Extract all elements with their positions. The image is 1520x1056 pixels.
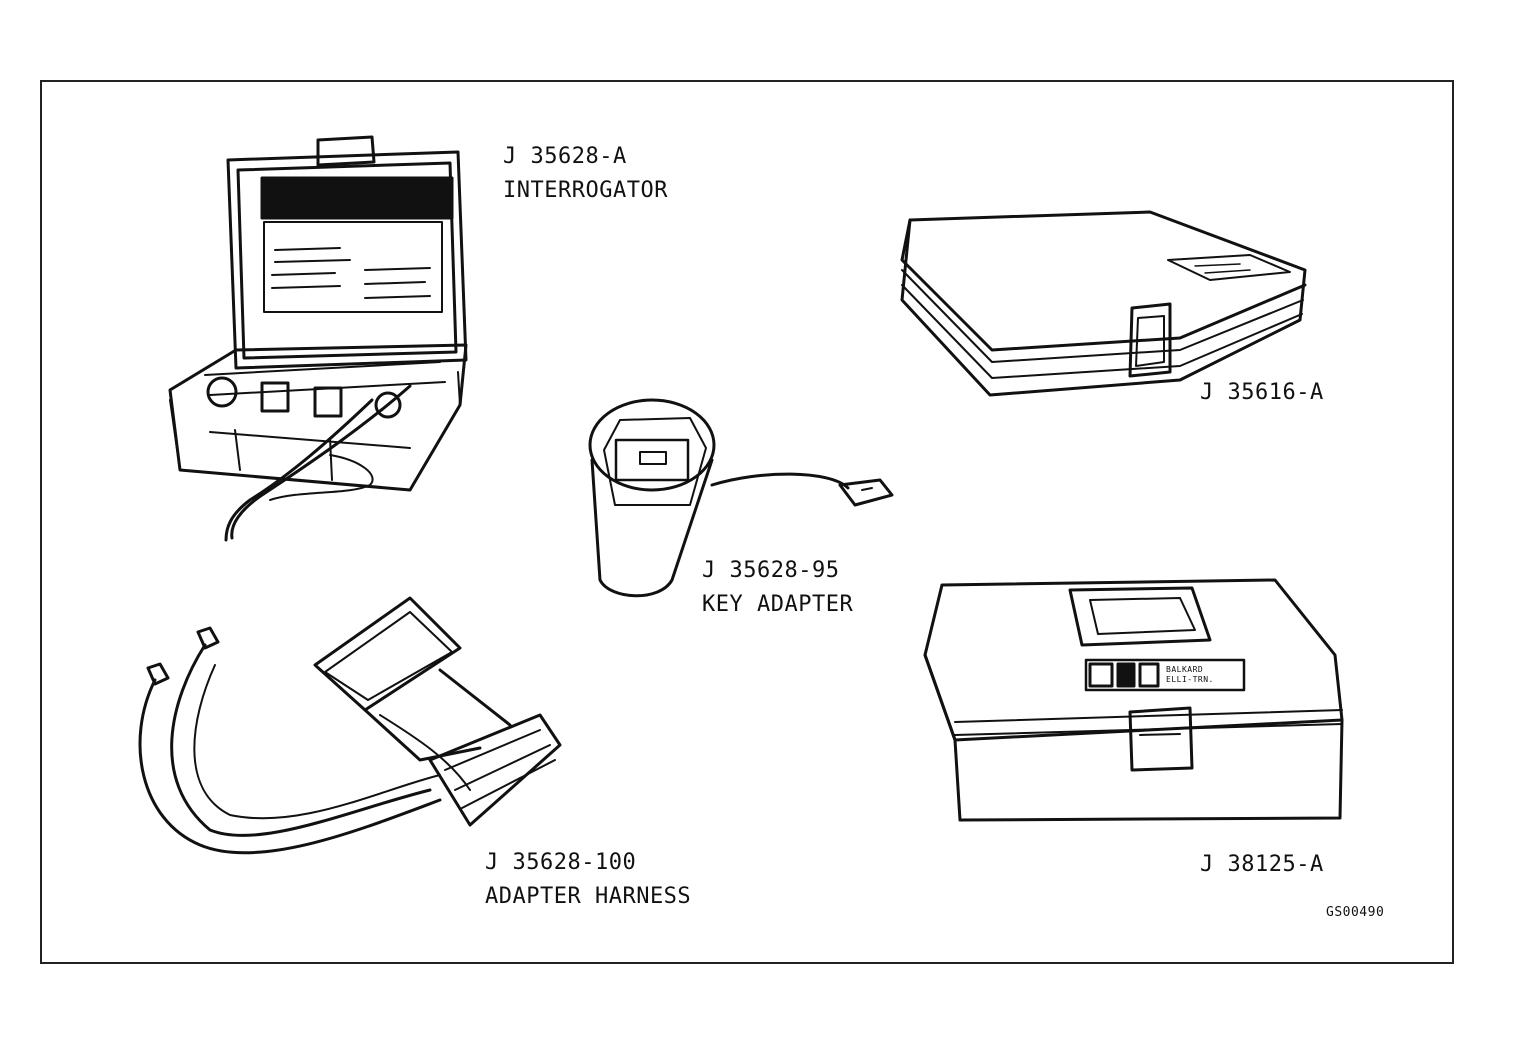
toolbox-label: J 38125-A: [1200, 848, 1324, 882]
figure-code: GS00490: [1326, 905, 1385, 920]
adapter-harness-illustration: [138, 596, 562, 855]
interrogator-part-number: J 35628-A: [503, 144, 627, 169]
interrogator-illustration: [168, 135, 468, 542]
interrogator-description: INTERROGATOR: [503, 178, 668, 203]
key-adapter-part-number: J 35628-95: [702, 558, 840, 583]
case-small-part-number: J 35616-A: [1200, 380, 1324, 405]
toolbox-part-number: J 38125-A: [1200, 852, 1324, 877]
key-adapter-illustration: [588, 398, 894, 598]
adapter-harness-description: ADAPTER HARNESS: [485, 884, 692, 909]
adapter-harness-part-number: J 35628-100: [485, 850, 637, 875]
case-small-label: J 35616-A: [1200, 376, 1324, 410]
toolbox-illustration: [923, 578, 1344, 822]
figure-frame: [40, 80, 1454, 964]
adapter-harness-label: J 35628-100 ADAPTER HARNESS: [485, 846, 691, 914]
case-small-illustration: [900, 210, 1307, 397]
box-label-text: BALKARD ELLI-TRN.: [1166, 665, 1214, 684]
key-adapter-description: KEY ADAPTER: [702, 592, 854, 617]
key-adapter-label: J 35628-95 KEY ADAPTER: [702, 554, 853, 622]
interrogator-label: J 35628-A INTERROGATOR: [503, 140, 668, 208]
